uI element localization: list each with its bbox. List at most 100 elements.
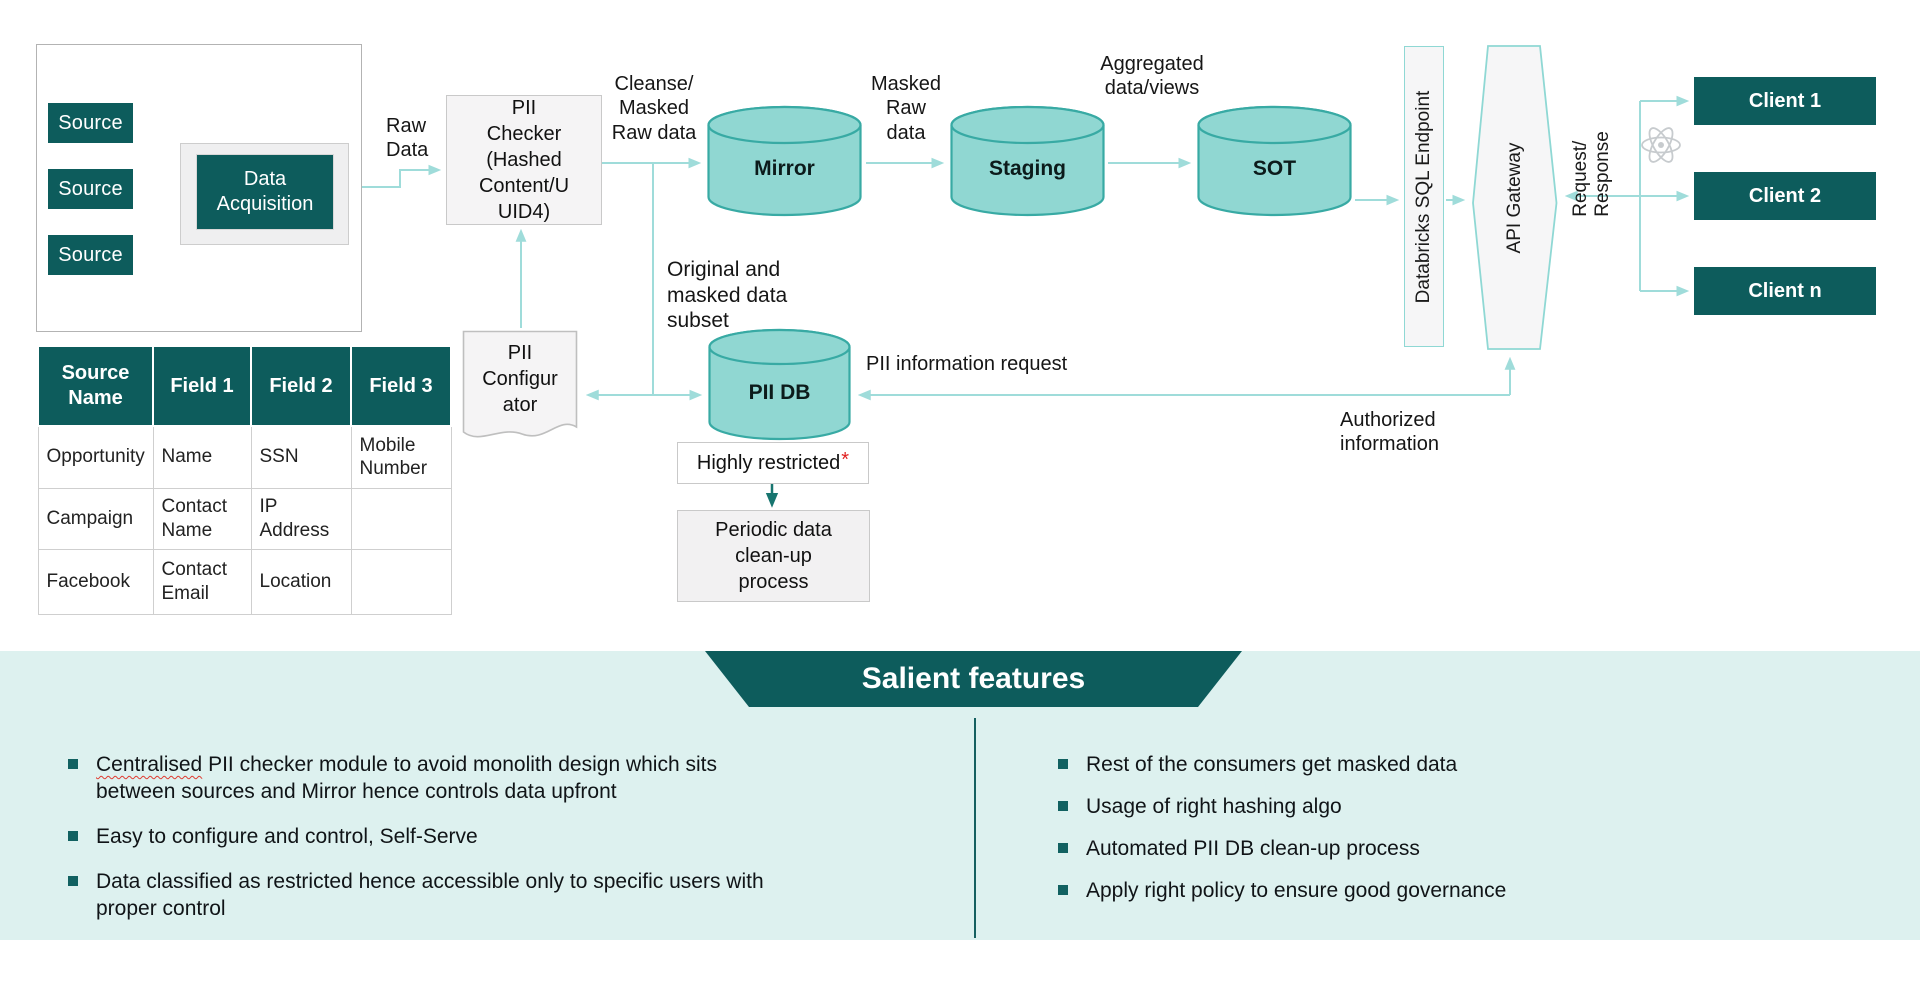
- staging-label: Staging: [989, 157, 1066, 180]
- client-1-box: Client 1: [1694, 77, 1876, 125]
- sot-cylinder: SOT: [1196, 105, 1353, 218]
- table-row: Campaign Contact Name IP Address: [37, 487, 452, 550]
- table-cell: IP Address: [250, 487, 352, 550]
- feature-text: Centralised PII checker module to avoid …: [96, 751, 717, 805]
- client-label: Client 2: [1748, 184, 1822, 207]
- square-bullet-icon: [1058, 759, 1068, 769]
- square-bullet-icon: [68, 759, 78, 769]
- raw-data-label: Raw Data: [386, 115, 429, 162]
- feature-text: Usage of right hashing algo: [1086, 795, 1342, 818]
- client-label: Client n: [1748, 279, 1822, 302]
- table-cell: Campaign: [37, 487, 154, 550]
- feature-text: Rest of the consumers get masked data: [1086, 753, 1458, 776]
- cleanse-masked-label: Cleanse/ Masked Raw data: [611, 73, 697, 144]
- pii-request-label: PII information request: [866, 353, 1068, 375]
- highly-restricted-label: Highly restricted: [696, 451, 841, 474]
- mirror-cylinder: Mirror: [706, 105, 863, 218]
- table-header-row: Source Name Field 1 Field 2 Field 3: [37, 345, 452, 427]
- table-cell: Location: [250, 548, 352, 615]
- mirror-label: Mirror: [754, 157, 815, 180]
- client-n-box: Client n: [1694, 267, 1876, 315]
- source-fields-table: Source Name Field 1 Field 2 Field 3 Oppo…: [37, 345, 452, 615]
- col-header: Field 2: [250, 345, 352, 427]
- table-row: Opportunity Name SSN Mobile Number: [37, 425, 452, 489]
- pii-db-cylinder: PII DB: [707, 328, 852, 442]
- staging-cylinder: Staging: [949, 105, 1106, 218]
- table-cell: [350, 548, 452, 615]
- databricks-endpoint-box: Databricks SQL Endpoint: [1404, 46, 1444, 347]
- features-right-column: Rest of the consumers get masked data Us…: [1058, 751, 1658, 919]
- cylinder-shape: [707, 105, 862, 217]
- pii-configurator-label: PII Configur ator: [482, 342, 558, 416]
- source-label: Source: [58, 243, 123, 266]
- feature-text-rest: PII checker module to avoid monolith des…: [96, 753, 717, 803]
- source-box-2: Source: [48, 169, 133, 209]
- features-left-column: Centralised PII checker module to avoid …: [68, 751, 928, 940]
- square-bullet-icon: [68, 876, 78, 886]
- pii-checker-label: PII Checker (Hashed Content/U UID4): [478, 97, 570, 223]
- data-acquisition-box: Data Acquisition: [196, 154, 334, 230]
- cylinder-shape: [1197, 105, 1352, 217]
- table-cell: Opportunity: [37, 425, 154, 489]
- table-cell: Mobile Number: [350, 425, 452, 489]
- list-item: Usage of right hashing algo: [1058, 793, 1658, 820]
- salient-features-banner: Salient features: [705, 651, 1242, 707]
- source-box-1: Source: [48, 103, 133, 143]
- periodic-cleanup-label: Periodic data clean-up process: [715, 519, 832, 593]
- list-item: Apply right policy to ensure good govern…: [1058, 877, 1658, 904]
- features-column-divider: [974, 718, 976, 938]
- restricted-asterisk: *: [841, 448, 850, 471]
- masked-raw-label: Masked Raw data: [870, 73, 942, 144]
- cylinder-shape: [950, 105, 1105, 217]
- feature-text: Data classified as restricted hence acce…: [96, 870, 764, 920]
- table-cell: Contact Name: [152, 487, 252, 550]
- request-response-label-wrap: Request/ Response: [1556, 106, 1628, 241]
- arrow-acquisition-to-pii-checker: [347, 164, 442, 188]
- client-2-box: Client 2: [1694, 172, 1876, 220]
- col-header: Field 1: [152, 345, 252, 427]
- list-item: Data classified as restricted hence acce…: [68, 868, 928, 922]
- hexagon-shape: [1472, 45, 1558, 350]
- feature-text: Apply right policy to ensure good govern…: [1086, 879, 1507, 902]
- list-item: Rest of the consumers get masked data: [1058, 751, 1658, 778]
- list-item: Centralised PII checker module to avoid …: [68, 751, 928, 805]
- original-subset-label: Original and masked data subset: [667, 258, 788, 333]
- source-label: Source: [58, 177, 123, 200]
- periodic-cleanup-box: Periodic data clean-up process: [677, 510, 870, 602]
- document-shape: [462, 330, 578, 438]
- table-cell: [350, 487, 452, 550]
- authorized-label: Authorized information: [1340, 409, 1439, 456]
- feature-text: Automated PII DB clean-up process: [1086, 837, 1420, 860]
- cylinder-shape: [708, 328, 851, 441]
- databricks-endpoint-label: Databricks SQL Endpoint: [1413, 90, 1434, 303]
- square-bullet-icon: [1058, 885, 1068, 895]
- col-header: Source Name: [37, 345, 154, 427]
- square-bullet-icon: [68, 831, 78, 841]
- sot-label: SOT: [1252, 157, 1297, 180]
- request-response-label: Request/ Response: [1570, 130, 1613, 217]
- table-cell: Name: [152, 425, 252, 489]
- pii-db-label: PII DB: [748, 381, 811, 404]
- spellcheck-word: Centralised: [96, 753, 203, 776]
- pii-checker-box: PII Checker (Hashed Content/U UID4): [446, 95, 602, 225]
- api-gateway-shape: API Gateway: [1472, 45, 1558, 350]
- table-cell: Facebook: [37, 548, 154, 615]
- source-label: Source: [58, 111, 123, 134]
- salient-features-title: Salient features: [861, 662, 1086, 695]
- table-cell: SSN: [250, 425, 352, 489]
- client-label: Client 1: [1748, 89, 1822, 112]
- pii-configurator-shape: PII Configur ator: [462, 330, 578, 453]
- list-item: Easy to configure and control, Self-Serv…: [68, 823, 928, 850]
- aggregated-label: Aggregated data/views: [1100, 53, 1204, 100]
- api-gateway-label: API Gateway: [1504, 142, 1525, 253]
- col-header: Field 3: [350, 345, 452, 427]
- source-box-3: Source: [48, 235, 133, 275]
- square-bullet-icon: [1058, 843, 1068, 853]
- table-row: Facebook Contact Email Location: [37, 548, 452, 615]
- list-item: Automated PII DB clean-up process: [1058, 835, 1658, 862]
- feature-text: Easy to configure and control, Self-Serv…: [96, 825, 478, 848]
- table-cell: Contact Email: [152, 548, 252, 615]
- react-icon: [1641, 127, 1681, 163]
